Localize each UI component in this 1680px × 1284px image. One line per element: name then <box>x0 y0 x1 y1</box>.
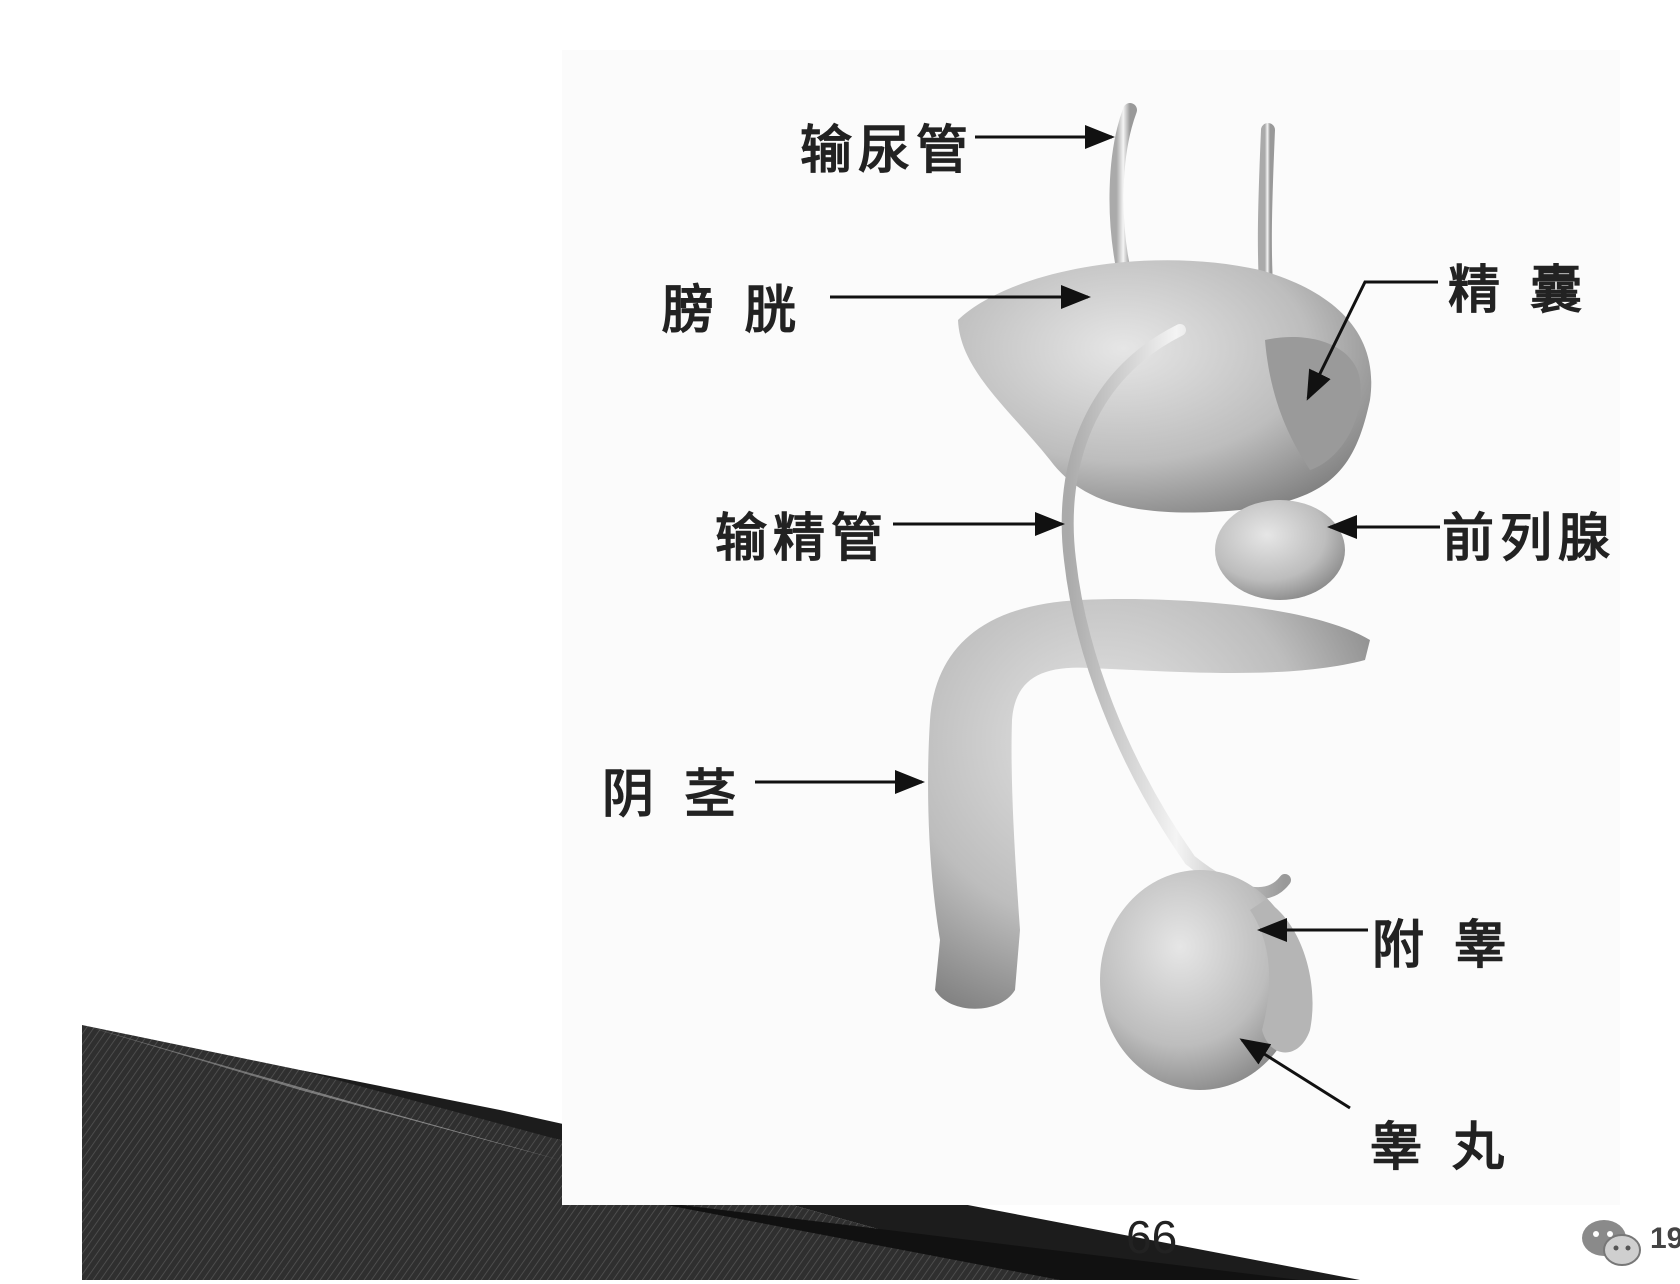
label-vas-deferens: 输精管 <box>715 508 890 569</box>
label-ureter: 输尿管 <box>800 120 975 181</box>
testis-arrow <box>1239 1038 1351 1110</box>
penis-shape <box>928 599 1370 1009</box>
page-number: 66 <box>1126 1211 1178 1263</box>
label-bladder: 膀 胱 <box>662 280 803 341</box>
watermark-text: 19 <box>1650 1222 1680 1255</box>
label-testis: 睾 丸 <box>1370 1117 1511 1178</box>
bladder-shape <box>958 260 1372 513</box>
label-epididymis: 附 睾 <box>1372 915 1513 976</box>
seminal-vesicle-arrow <box>1306 280 1438 401</box>
wechat-icon <box>1582 1220 1641 1266</box>
label-penis: 阴 茎 <box>602 764 743 825</box>
label-seminal-vesicle: 精 囊 <box>1448 260 1589 321</box>
testis-shape <box>1100 870 1300 1090</box>
label-prostate: 前列腺 <box>1442 508 1617 569</box>
seminal-vesicle-shape <box>1265 336 1361 470</box>
prostate-shape <box>1215 500 1345 600</box>
